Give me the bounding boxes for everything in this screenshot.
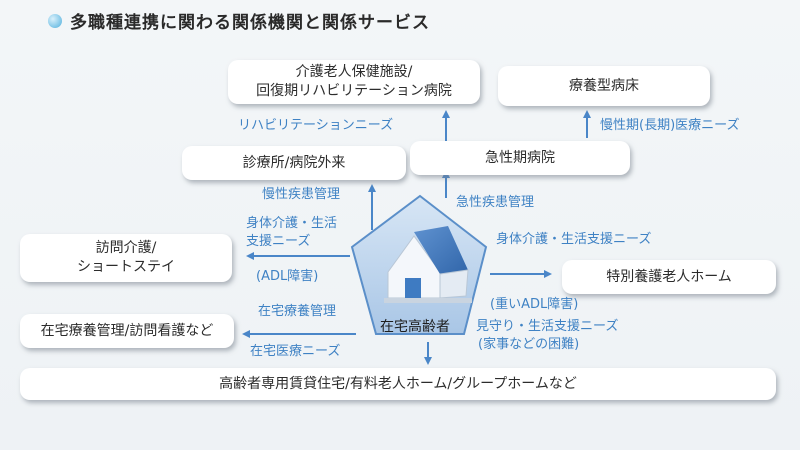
label-zaitaku-kanri: 在宅療養管理 bbox=[258, 304, 337, 319]
label-zaitaku-iryou: 在宅医療ニーズ bbox=[250, 344, 341, 359]
box-ryouyou-label: 療養型病床 bbox=[569, 77, 639, 94]
label-shintai-left: 身体介護・生活 支援ニーズ bbox=[246, 215, 337, 250]
box-tokuyou-label: 特別養護老人ホーム bbox=[606, 268, 732, 285]
diagram-title: 多職種連携に関わる関係機関と関係サービス bbox=[70, 13, 430, 33]
box-houmon-line1: 訪問介護/ bbox=[95, 240, 157, 257]
label-shintai-right: 身体介護・生活支援ニーズ bbox=[496, 232, 652, 247]
center-label: 在宅高齢者 bbox=[380, 319, 450, 335]
box-shinryou: 診療所/病院外来 bbox=[182, 146, 406, 180]
box-kyuusei-label: 急性期病院 bbox=[485, 149, 555, 166]
label-mansei-iryou: 慢性期(長期)医療ニーズ bbox=[600, 118, 740, 133]
label-rehab: リハビリテーションニーズ bbox=[238, 118, 394, 133]
box-tokuyou: 特別養護老人ホーム bbox=[562, 260, 776, 294]
bullet-icon bbox=[48, 13, 62, 28]
label-adl: (ADL障害) bbox=[256, 269, 319, 284]
label-mimamori-line1: 見守り・生活支援ニーズ bbox=[476, 319, 619, 334]
box-koureisha-label: 高齢者専用賃貸住宅/有料老人ホーム/グループホームなど bbox=[219, 375, 577, 392]
box-shinryou-label: 診療所/病院外来 bbox=[242, 154, 346, 171]
label-mansei-kanri: 慢性疾患管理 bbox=[262, 187, 341, 202]
title-row: 多職種連携に関わる関係機関と関係サービス bbox=[48, 8, 430, 33]
label-juu-adl: (重いADL障害) bbox=[490, 297, 579, 312]
box-zaitaku-label: 在宅療養管理/訪問看護など bbox=[40, 322, 214, 339]
label-kyuusei-kanri: 急性疾患管理 bbox=[456, 195, 535, 210]
label-shintai-left-line1: 身体介護・生活 bbox=[246, 216, 338, 231]
label-mimamori-line2: (家事などの困難) bbox=[478, 336, 580, 352]
label-shintai-left-line2: 支援ニーズ bbox=[246, 233, 311, 249]
label-mimamori: 見守り・生活支援ニーズ (家事などの困難) bbox=[476, 318, 618, 353]
box-rouken-line1: 介護老人保健施設/ bbox=[295, 64, 413, 81]
box-kyuusei: 急性期病院 bbox=[410, 141, 630, 175]
box-ryouyou: 療養型病床 bbox=[498, 66, 710, 106]
box-zaitaku: 在宅療養管理/訪問看護など bbox=[20, 314, 234, 348]
box-houmon-line2: ショートステイ bbox=[77, 259, 175, 275]
box-rouken: 介護老人保健施設/ 回復期リハビリテーション病院 bbox=[228, 60, 480, 104]
house-icon bbox=[384, 226, 472, 303]
box-rouken-line2: 回復期リハビリテーション病院 bbox=[256, 83, 452, 99]
box-houmon: 訪問介護/ ショートステイ bbox=[20, 234, 232, 282]
box-koureisha: 高齢者専用賃貸住宅/有料老人ホーム/グループホームなど bbox=[20, 368, 776, 400]
